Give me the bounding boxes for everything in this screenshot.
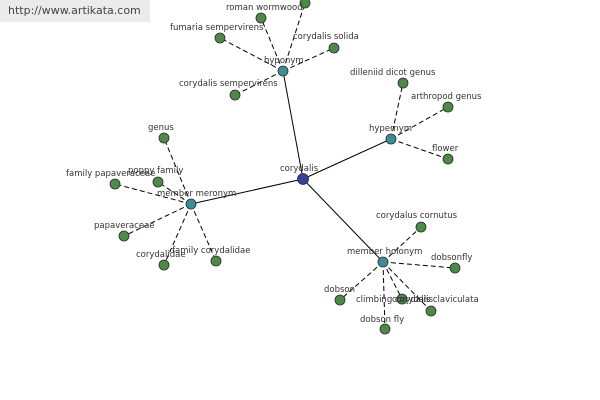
hub-node-hypernym[interactable]	[385, 133, 397, 145]
hub-node-member-meronym[interactable]	[185, 198, 197, 210]
leaf-node-member-holonym-2[interactable]	[334, 294, 346, 306]
edge-hyponym-leaf-1	[219, 37, 284, 72]
leaf-node-member-holonym-1[interactable]	[449, 262, 461, 274]
hub-label-member-meronym: member meronym	[157, 189, 236, 199]
hub-label-member-holonym: member holonym	[347, 247, 422, 257]
leaf-label-member-meronym-3: papaveraceae	[94, 221, 155, 231]
leaf-node-hypernym-0[interactable]	[397, 77, 409, 89]
edge-hyponym-leaf-0	[260, 17, 284, 72]
leaf-label-member-meronym-2: poppy family	[128, 166, 183, 176]
edge-member-holonym-leaf-5	[382, 261, 386, 330]
leaf-node-hypernym-1[interactable]	[442, 101, 454, 113]
edge-hypernym-leaf-2	[390, 138, 449, 160]
edge-center-member-holonym	[302, 178, 384, 263]
edge-member-meronym-leaf-1	[114, 183, 192, 205]
leaf-node-member-meronym-0[interactable]	[158, 132, 170, 144]
leaf-node-member-holonym-3[interactable]	[396, 293, 408, 305]
leaf-label-member-holonym-0: corydalus cornutus	[376, 211, 458, 221]
leaf-label-hyponym-0: roman wormwood	[226, 3, 303, 13]
edge-member-meronym-leaf-4	[163, 203, 192, 266]
edge-member-holonym-leaf-2	[339, 261, 384, 301]
leaf-node-member-meronym-3[interactable]	[118, 230, 130, 242]
leaf-node-member-meronym-4[interactable]	[158, 259, 170, 271]
center-label: corydalis	[280, 164, 319, 174]
leaf-label-member-meronym-0: genus	[148, 123, 174, 133]
graph-labels: corydalis hyponym roman wormwood fumaria se…	[66, 3, 482, 325]
watermark-url: http://www.artikata.com	[0, 0, 150, 22]
edge-center-hyponym	[282, 70, 304, 180]
leaf-label-hypernym-2: flower	[432, 144, 459, 154]
leaf-node-member-holonym-4[interactable]	[425, 305, 437, 317]
leaf-label-member-holonym-5: dobson fly	[360, 315, 404, 325]
edge-member-meronym-leaf-3	[123, 203, 192, 237]
edge-hyponym-leaf-2	[282, 47, 335, 72]
leaf-node-member-holonym-0[interactable]	[415, 221, 427, 233]
leaf-label-hyponym-2: corydalis solida	[293, 32, 359, 42]
edge-hyponym-leaf-4	[282, 2, 306, 72]
leaf-node-hypernym-2[interactable]	[442, 153, 454, 165]
leaf-label-member-holonym-1: dobsonfly	[431, 253, 472, 263]
edge-member-holonym-leaf-0	[382, 226, 422, 263]
leaf-node-member-meronym-1[interactable]	[109, 178, 121, 190]
leaf-node-member-meronym-2[interactable]	[152, 176, 164, 188]
leaf-label-member-meronym-1: family papaveraceae	[66, 169, 155, 179]
leaf-label-member-holonym-3: climbing corydalis	[356, 295, 434, 305]
hub-node-member-holonym[interactable]	[377, 256, 389, 268]
leaf-label-hypernym-1: arthropod genus	[411, 92, 482, 102]
leaf-label-member-meronym-5: family corydalidae	[172, 246, 251, 256]
edge-center-member-meronym	[190, 178, 304, 205]
edge-center-hypernym	[302, 138, 392, 180]
hub-label-hypernym: hypernym	[369, 124, 412, 134]
leaf-node-member-meronym-5[interactable]	[210, 255, 222, 267]
edge-member-holonym-leaf-1	[382, 261, 456, 269]
center-node-corydalis[interactable]	[297, 173, 309, 185]
graph-nodes	[109, 0, 461, 335]
leaf-label-hyponym-3: corydalis sempervirens	[179, 79, 278, 89]
edge-hypernym-leaf-1	[390, 106, 449, 140]
edge-member-meronym-leaf-5	[190, 203, 217, 262]
leaf-node-hyponym-0[interactable]	[255, 12, 267, 24]
leaf-label-member-meronym-4: corydalidae	[136, 250, 186, 260]
leaf-node-member-holonym-5[interactable]	[379, 323, 391, 335]
graph-edges	[114, 2, 456, 330]
leaf-node-hyponym-4[interactable]	[299, 0, 311, 9]
leaf-node-hyponym-1[interactable]	[214, 32, 226, 44]
edge-member-holonym-leaf-3	[382, 261, 403, 300]
edge-hypernym-leaf-0	[390, 82, 404, 140]
edge-member-holonym-leaf-4	[382, 261, 432, 312]
leaf-label-member-holonym-2: dobson	[324, 285, 355, 295]
leaf-label-hyponym-1: fumaria sempervirens	[170, 23, 264, 33]
leaf-label-member-holonym-4: corydalis claviculata	[392, 295, 479, 305]
leaf-node-hyponym-3[interactable]	[229, 89, 241, 101]
edge-member-meronym-leaf-2	[157, 181, 192, 205]
hub-node-hyponym[interactable]	[277, 65, 289, 77]
edge-member-meronym-leaf-0	[163, 137, 192, 205]
edge-hyponym-leaf-3	[234, 70, 284, 96]
leaf-label-hypernym-0: dilleniid dicot genus	[350, 68, 436, 78]
hub-label-hyponym: hyponym	[264, 56, 304, 66]
leaf-node-hyponym-2[interactable]	[328, 42, 340, 54]
